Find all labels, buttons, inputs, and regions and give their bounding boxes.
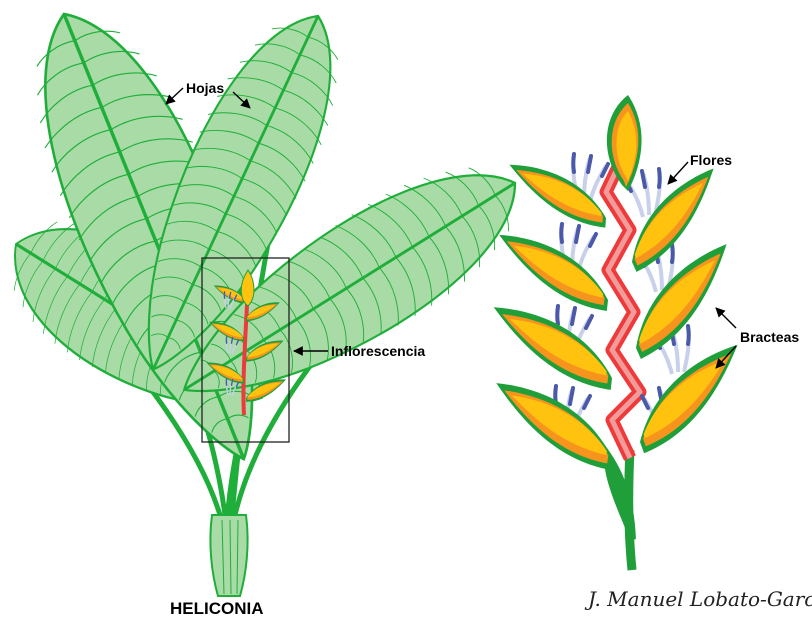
label-bracteas: Bracteas bbox=[740, 329, 799, 345]
bract-3 bbox=[486, 307, 618, 390]
bract-5 bbox=[492, 235, 613, 311]
bracteas-arrow-up bbox=[716, 308, 736, 328]
label-inflorescencia: Inflorescencia bbox=[331, 343, 425, 359]
label-hojas: Hojas bbox=[186, 80, 224, 96]
plant-base-sheath bbox=[210, 515, 247, 596]
author-signature: J. Manuel Lobato-García bbox=[584, 587, 812, 611]
flores-arrow bbox=[668, 162, 688, 184]
hojas-arrow-left bbox=[166, 88, 183, 104]
plant-illustration bbox=[0, 0, 547, 596]
plant-title: HELICONIA bbox=[170, 599, 264, 618]
label-flores: Flores bbox=[690, 152, 732, 168]
